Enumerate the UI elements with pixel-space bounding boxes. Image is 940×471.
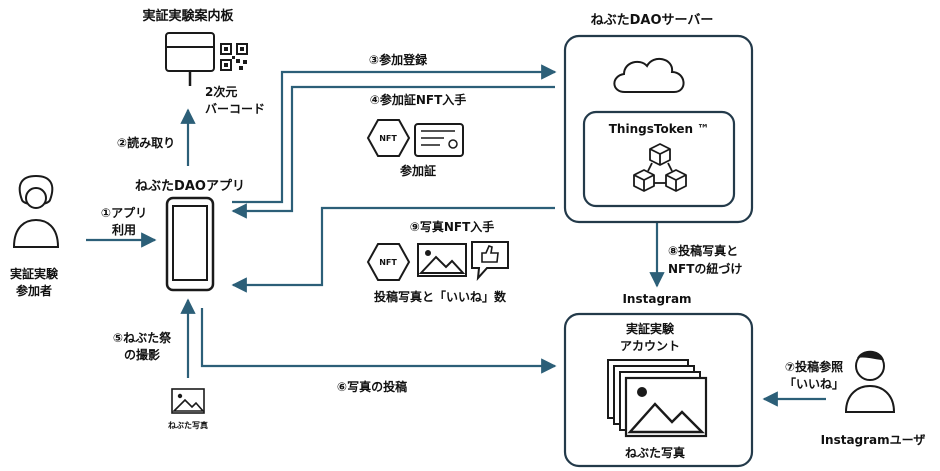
step7-label-line1: ⑦投稿参照	[785, 359, 843, 374]
instagram-user-label: Instagramユーザ	[821, 433, 926, 447]
thumbs-up-icon	[471, 241, 509, 281]
signboard-icon	[165, 32, 215, 86]
nft-hexagon-icon	[366, 243, 411, 281]
step1-label-line2: 利用	[112, 222, 136, 237]
participant-label-line2: 参加者	[16, 283, 52, 298]
smartphone-icon	[165, 196, 215, 292]
step7-label-line2: 「いいね」	[784, 376, 844, 391]
step5-label-line1: ⑤ねぶた祭	[113, 330, 172, 345]
photo-icon	[171, 388, 205, 414]
user-icon	[844, 350, 896, 413]
step6-label: ⑥写真の投稿	[337, 379, 407, 394]
nft-badge-text: NFT	[379, 134, 397, 143]
step3-label: ③参加登録	[369, 52, 428, 67]
photo-stack-icon	[607, 359, 708, 438]
nft-hexagon-icon	[366, 119, 411, 157]
arrow-step9	[231, 206, 555, 293]
step5-label-line2: の撮影	[124, 347, 160, 362]
nebuta-photos-label: ねぶた写真	[625, 445, 685, 460]
step9-label: ⑨写真NFT入手	[410, 219, 495, 234]
instagram-title: Instagram	[622, 292, 691, 306]
account-label-line2: アカウント	[620, 339, 680, 353]
step8-label-line2: NFTの紐づけ	[668, 261, 742, 276]
photo-caption: ねぶた写真	[168, 420, 208, 430]
things-token-label: ThingsToken ™	[609, 122, 709, 136]
photo-icon	[417, 243, 467, 277]
step2-label: ②読み取り	[117, 135, 175, 150]
cloud-icon	[613, 57, 685, 93]
account-label-line1: 実証実験	[626, 321, 675, 336]
nft-badge-text-2: NFT	[379, 258, 397, 267]
step8-label-line1: ⑧投稿写真と	[668, 243, 738, 258]
person-icon	[12, 174, 60, 248]
step1-label-line1: ①アプリ	[101, 205, 147, 220]
barcode-label-line2: バーコード	[205, 102, 265, 116]
signboard-title: 実証実験案内板	[142, 8, 234, 24]
participant-label-line1: 実証実験	[10, 266, 59, 281]
barcode-label-line1: 2次元	[205, 84, 237, 99]
arrow-step6	[200, 308, 557, 374]
arrow-step4	[231, 85, 555, 219]
qr-code-icon	[220, 43, 248, 71]
server-title: ねぶたDAOサーバー	[591, 13, 714, 28]
step4-label: ④参加証NFT入手	[370, 92, 467, 107]
photo-likes-caption: 投稿写真と「いいね」数	[374, 289, 507, 304]
certificate-icon	[414, 123, 464, 157]
app-title: ねぶたDAOアプリ	[135, 179, 245, 194]
arrow-step3	[232, 64, 557, 204]
certificate-caption: 参加証	[400, 163, 436, 178]
cubes-icon	[633, 143, 687, 192]
